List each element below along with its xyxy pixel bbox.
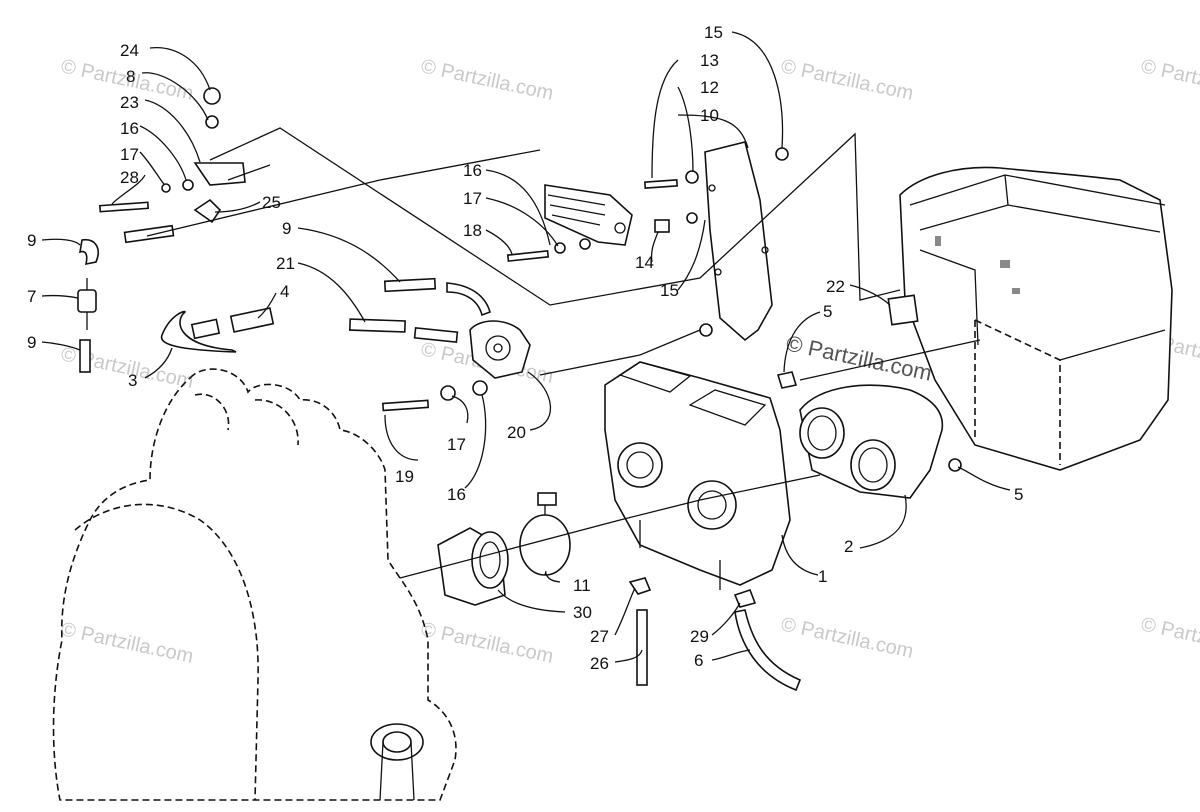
callout-23: 23 bbox=[120, 93, 139, 112]
callout-6: 6 bbox=[694, 651, 703, 670]
hardware bbox=[98, 87, 962, 608]
callout-2: 2 bbox=[844, 537, 853, 556]
callout-19: 19 bbox=[395, 467, 414, 486]
callout-7: 7 bbox=[27, 287, 36, 306]
carburetor-assembly bbox=[604, 361, 791, 590]
callout-16: 16 bbox=[120, 119, 139, 138]
engine-outline bbox=[52, 368, 457, 801]
callout-9: 9 bbox=[27, 333, 36, 352]
leader-lines bbox=[41, 31, 1011, 663]
callout-21: 21 bbox=[276, 254, 295, 273]
callout-17: 17 bbox=[447, 435, 466, 454]
watermark: © Partzilla.com bbox=[1139, 55, 1200, 105]
callout-24: 24 bbox=[120, 41, 139, 60]
callout-1: 1 bbox=[818, 567, 827, 586]
reference-lines bbox=[146, 127, 981, 579]
callout-25: 25 bbox=[262, 193, 281, 212]
callout-9: 9 bbox=[27, 231, 36, 250]
springs-and-clip bbox=[160, 307, 275, 353]
watermark: © Partzilla.com bbox=[1139, 613, 1200, 663]
watermark: © Partzilla.com bbox=[779, 613, 915, 663]
flange-and-clamp bbox=[437, 492, 571, 606]
oil-pump bbox=[544, 184, 633, 246]
callout-3: 3 bbox=[128, 371, 137, 390]
hoses bbox=[78, 224, 802, 692]
mounting-bracket bbox=[704, 141, 773, 342]
callout-5: 5 bbox=[823, 302, 832, 321]
callout-17: 17 bbox=[120, 145, 139, 164]
callout-18: 18 bbox=[463, 221, 482, 240]
callout-27: 27 bbox=[590, 627, 609, 646]
callout-26: 26 bbox=[590, 654, 609, 673]
callout-30: 30 bbox=[573, 603, 592, 622]
callout-16: 16 bbox=[447, 485, 466, 504]
callout-28: 28 bbox=[120, 168, 139, 187]
fuel-filter bbox=[77, 278, 97, 330]
callout-12: 12 bbox=[700, 78, 719, 97]
callout-labels: 24 8 23 16 17 28 25 9 7 9 3 4 9 21 16 17… bbox=[27, 23, 1023, 673]
watermark: © Partzilla.com bbox=[419, 618, 555, 668]
callout-15: 15 bbox=[704, 23, 723, 42]
airbox-outline bbox=[899, 166, 1173, 471]
callout-8: 8 bbox=[126, 67, 135, 86]
watermark: © Partzilla.com bbox=[784, 330, 934, 385]
callout-4: 4 bbox=[280, 282, 289, 301]
callout-22: 22 bbox=[826, 277, 845, 296]
callout-9: 9 bbox=[282, 219, 291, 238]
callout-13: 13 bbox=[700, 51, 719, 70]
watermark: © Partzilla.com bbox=[419, 55, 555, 105]
callout-15: 15 bbox=[660, 281, 679, 300]
callout-11: 11 bbox=[573, 576, 591, 595]
callout-10: 10 bbox=[700, 106, 719, 125]
callout-14: 14 bbox=[635, 253, 654, 272]
watermark: © Partzilla.com bbox=[779, 55, 915, 105]
intake-silencer bbox=[799, 384, 944, 499]
callout-5: 5 bbox=[1014, 485, 1023, 504]
callout-16: 16 bbox=[463, 161, 482, 180]
callout-20: 20 bbox=[507, 423, 526, 442]
watermark: © Partzilla.com bbox=[59, 618, 195, 668]
callout-29: 29 bbox=[690, 627, 709, 646]
callout-17: 17 bbox=[463, 189, 482, 208]
fuel-pump bbox=[469, 320, 531, 379]
